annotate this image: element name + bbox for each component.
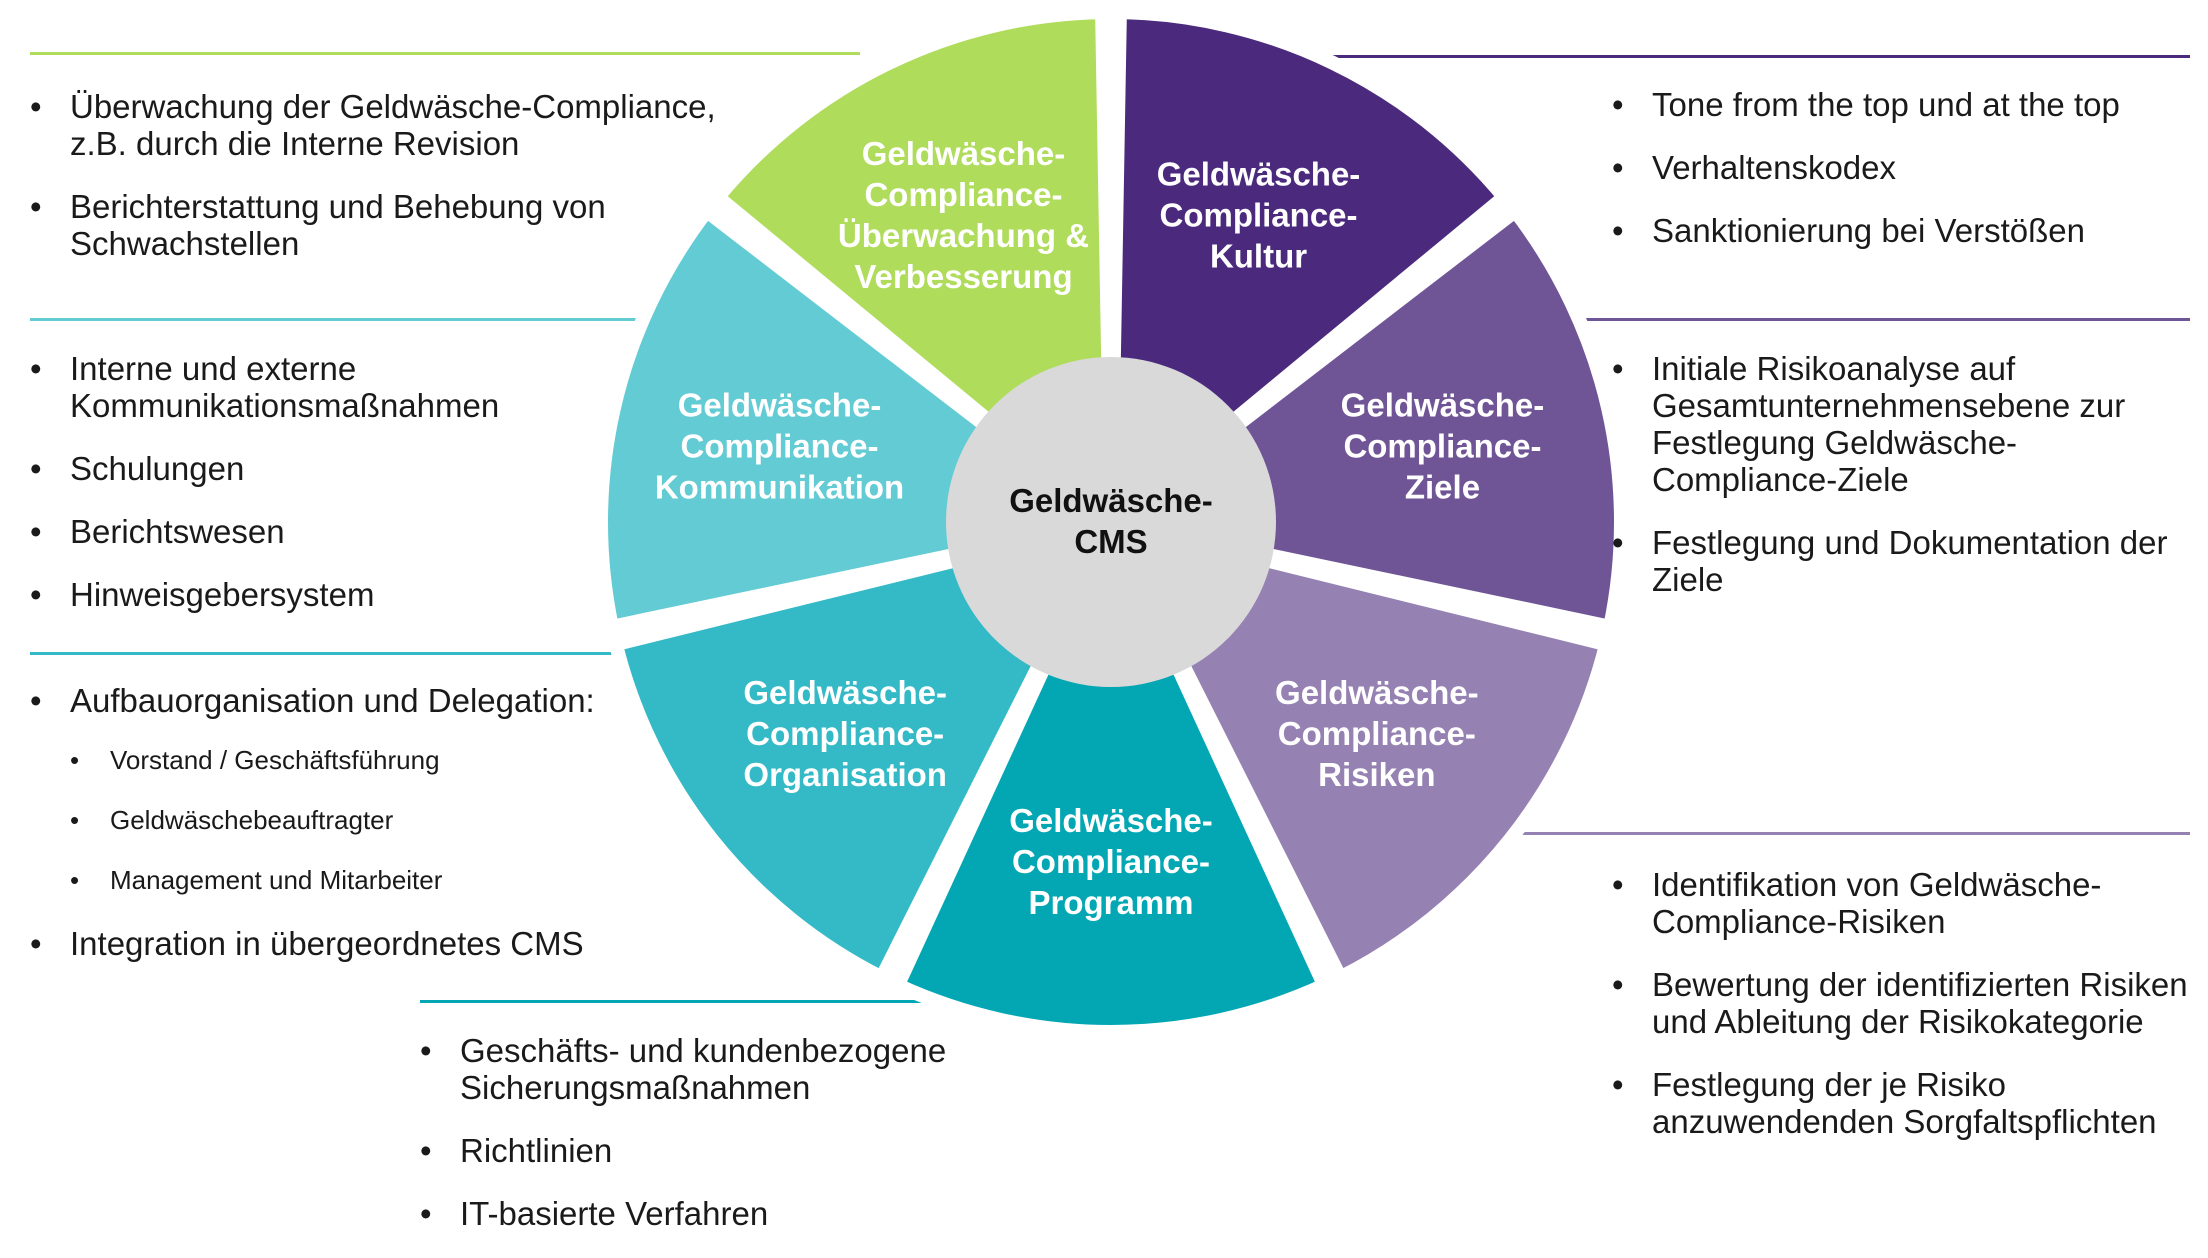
list-kommunikation: Interne und externe Kommunikationsmaßnah… (30, 350, 630, 639)
center-label-line2: CMS (1074, 523, 1147, 560)
segment-label-risiken: Risiken (1318, 756, 1435, 793)
separator-kultur (1290, 55, 2190, 58)
segment-risiken (1105, 515, 1615, 987)
separator-ueberwachung (30, 52, 860, 55)
segment-label-ziele: Compliance- (1343, 427, 1541, 464)
list-item: Interne und externe Kommunikationsmaßnah… (30, 350, 630, 424)
list-item: Überwachung der Geldwäsche-Compliance, z… (30, 88, 750, 162)
list-ziele: Initiale Risikoanalyse auf Gesamtunterne… (1612, 350, 2172, 624)
segment-label-ueberwachung: Überwachung & (838, 217, 1089, 254)
separator-kommunikation (30, 318, 670, 321)
segment-label-ueberwachung: Geldwäsche- (862, 135, 1066, 172)
list-subitem: Vorstand / Geschäftsführung (30, 745, 670, 775)
segment-label-kommunikation: Kommunikation (655, 468, 904, 505)
segment-label-kommunikation: Geldwäsche- (678, 386, 882, 423)
list-subitem: Geldwäschebeauftragter (30, 805, 670, 835)
list-item: Verhaltenskodex (1612, 149, 2202, 186)
list-item: Berichtswesen (30, 513, 630, 550)
list-organisation: Aufbauorganisation und Delegation: Vorst… (30, 682, 670, 988)
segment-label-ziele: Ziele (1405, 468, 1480, 505)
separator-ziele (1560, 318, 2190, 321)
list-subitem: Management und Mitarbeiter (30, 865, 670, 895)
segment-label-risiken: Compliance- (1278, 715, 1476, 752)
segment-label-programm: Compliance- (1012, 843, 1210, 880)
segment-label-kommunikation: Compliance- (681, 427, 879, 464)
segment-label-kultur: Kultur (1210, 238, 1307, 275)
segment-labels: Geldwäsche-Compliance-KulturGeldwäsche-C… (655, 135, 1544, 921)
center-label-line1: Geldwäsche- (1009, 482, 1213, 519)
segment-label-kultur: Compliance- (1159, 197, 1357, 234)
list-item: Festlegung und Dokumentation der Ziele (1612, 524, 2172, 598)
list-item: Hinweisgebersystem (30, 576, 630, 613)
list-item: Integration in übergeordnetes CMS (30, 925, 670, 962)
segment-label-kultur: Geldwäsche- (1157, 156, 1361, 193)
segment-label-ueberwachung: Verbesserung (854, 258, 1072, 295)
segment-label-organisation: Organisation (743, 756, 947, 793)
segment-label-ueberwachung: Compliance- (864, 176, 1062, 213)
list-item: Festlegung der je Risiko anzuwendenden S… (1612, 1066, 2202, 1140)
separator-risiken (1490, 832, 2190, 835)
list-ueberwachung: Überwachung der Geldwäsche-Compliance, z… (30, 88, 750, 288)
list-item: Berichterstattung und Behebung von Schwa… (30, 188, 750, 262)
list-item: Sanktionierung bei Verstößen (1612, 212, 2202, 249)
list-item: Bewertung der identifizierten Risiken un… (1612, 966, 2202, 1040)
separator-programm (420, 1000, 980, 1003)
list-item: Richtlinien (420, 1132, 1020, 1169)
list-item: Schulungen (30, 450, 630, 487)
segment-label-organisation: Compliance- (746, 715, 944, 752)
segment-programm (888, 521, 1334, 1039)
list-risiken: Identifikation von Geldwäsche-Compliance… (1612, 866, 2202, 1166)
list-item: Initiale Risikoanalyse auf Gesamtunterne… (1612, 350, 2172, 498)
segment-label-programm: Geldwäsche- (1009, 802, 1213, 839)
list-item: IT-basierte Verfahren (420, 1195, 1020, 1232)
list-kultur: Tone from the top und at the top Verhalt… (1612, 86, 2202, 275)
separator-organisation (30, 652, 630, 655)
list-item: Tone from the top und at the top (1612, 86, 2202, 123)
segment-organisation (607, 515, 1117, 987)
list-item: Aufbauorganisation und Delegation: (30, 682, 670, 719)
segment-label-ziele: Geldwäsche- (1341, 386, 1545, 423)
segment-label-programm: Programm (1028, 884, 1193, 921)
segment-label-risiken: Geldwäsche- (1275, 674, 1479, 711)
center-circle (946, 357, 1276, 687)
list-item: Geschäfts- und kundenbezogene Sicherungs… (420, 1032, 1020, 1106)
list-item: Identifikation von Geldwäsche-Compliance… (1612, 866, 2202, 940)
segment-label-organisation: Geldwäsche- (743, 674, 947, 711)
list-programm: Geschäfts- und kundenbezogene Sicherungs… (420, 1032, 1020, 1258)
